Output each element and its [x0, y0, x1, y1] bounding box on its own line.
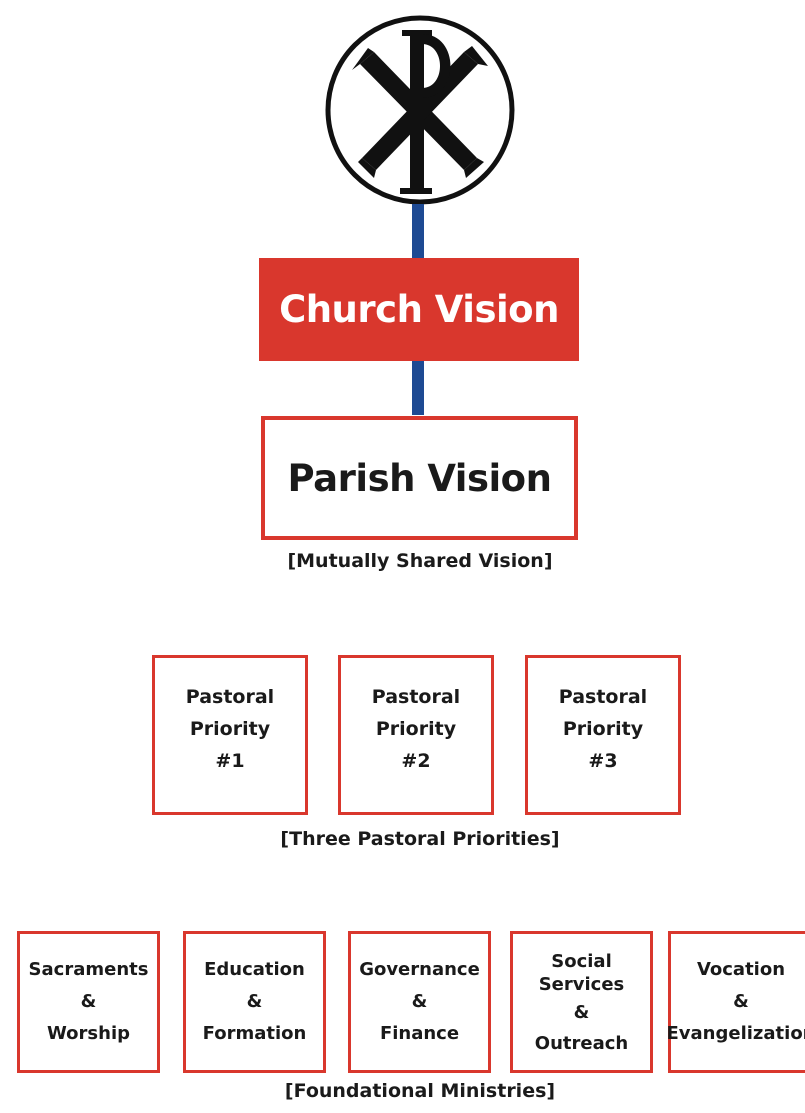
priority-line: Priority: [562, 718, 644, 740]
ministry-ampersand: &: [246, 991, 263, 1012]
pastoral-priorities-caption: [Three Pastoral Priorities]: [280, 828, 560, 850]
priority-line: Pastoral: [185, 686, 275, 708]
parish-vision-box: Parish Vision: [261, 416, 578, 540]
ministry-line: Education: [204, 959, 305, 980]
ministry-box: Sacraments & Worship: [17, 931, 160, 1073]
ministry-line: Outreach: [534, 1032, 629, 1054]
church-vision-box: Church Vision: [259, 258, 579, 361]
ministry-line: Finance: [379, 1023, 460, 1044]
ministry-ampersand: &: [411, 991, 428, 1012]
connector-line: [412, 204, 424, 260]
ministry-ampersand: &: [573, 1001, 590, 1023]
priority-number: #3: [588, 750, 618, 772]
priority-line: Priority: [189, 718, 271, 740]
ministry-ampersand: &: [80, 991, 97, 1012]
ministry-line: Social: [551, 950, 612, 972]
ministry-text: Vocation & Evangelization: [667, 954, 805, 1050]
ministry-text: Sacraments & Worship: [29, 954, 149, 1050]
ministry-text: Education & Formation: [203, 954, 307, 1050]
ministry-ampersand: &: [733, 991, 749, 1012]
ministry-box: Education & Formation: [183, 931, 326, 1073]
ministry-line: Governance: [359, 959, 480, 980]
foundational-ministries-caption: [Foundational Ministries]: [284, 1080, 556, 1102]
shared-vision-caption: [Mutually Shared Vision]: [287, 550, 553, 572]
ministry-line: Services: [538, 973, 625, 995]
priority-number: #2: [401, 750, 431, 772]
ministry-box: Governance & Finance: [348, 931, 491, 1073]
priority-line: Pastoral: [371, 686, 461, 708]
ministry-line: Formation: [202, 1023, 307, 1044]
ministry-line: Worship: [46, 1023, 131, 1044]
ministry-box: Vocation & Evangelization: [667, 931, 805, 1073]
chi-rho-icon: [322, 12, 518, 208]
parish-vision-label: Parish Vision: [287, 456, 552, 500]
priority-line: Pastoral: [558, 686, 648, 708]
church-vision-label: Church Vision: [279, 288, 559, 331]
ministry-line: Evangelization: [666, 1023, 805, 1044]
connector-line: [412, 360, 424, 415]
priority-line: Priority: [375, 718, 457, 740]
priority-number: #1: [215, 750, 245, 772]
ministry-text: Governance & Finance: [359, 954, 480, 1050]
ministry-line: Sacraments: [28, 959, 149, 980]
ministry-line: Vocation: [696, 959, 786, 980]
